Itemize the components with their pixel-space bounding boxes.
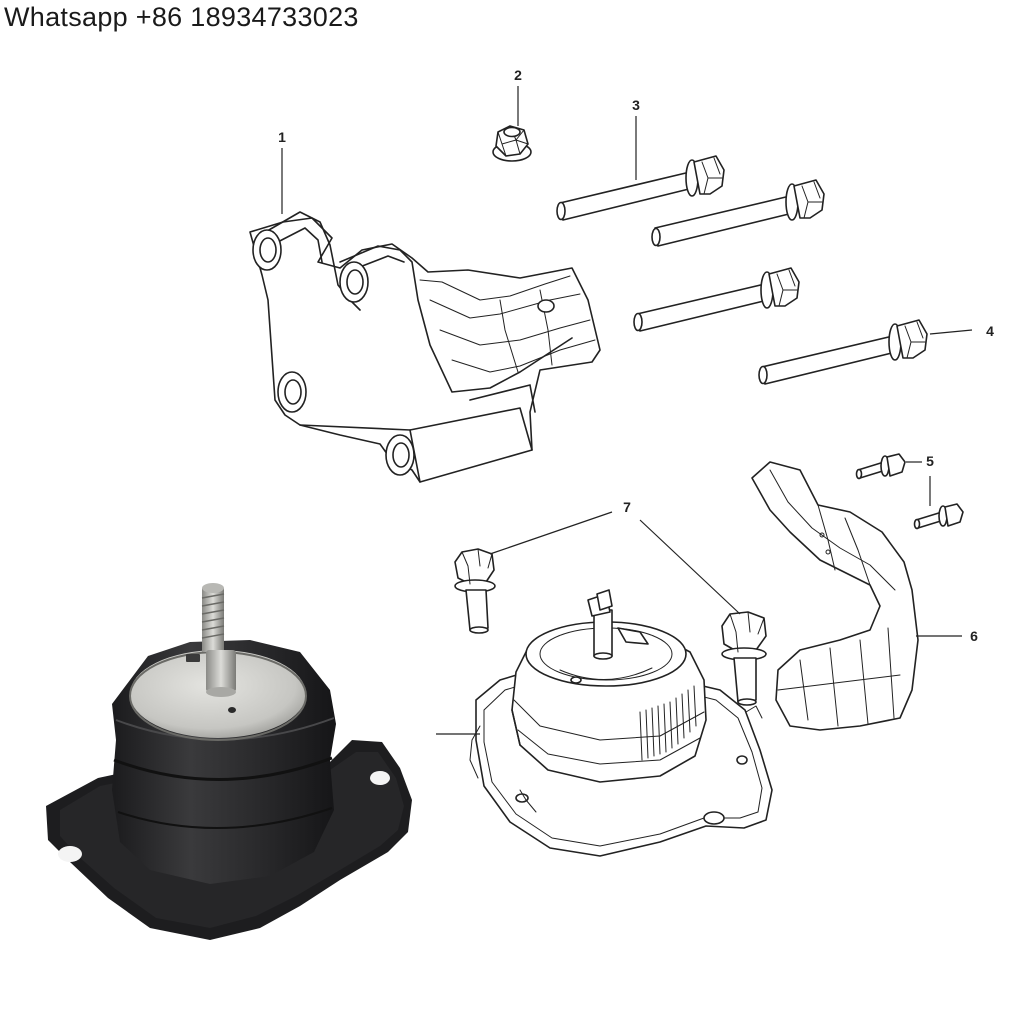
mount-bolt-icon <box>454 548 496 634</box>
long-bolt-icon <box>633 267 800 332</box>
small-bolt-icon <box>913 503 964 530</box>
callout-3: 3 <box>632 97 640 113</box>
mount-bolt-icon <box>721 611 767 706</box>
flange-nut-icon <box>492 125 532 162</box>
long-bolt-icon <box>651 179 825 247</box>
heat-shield-icon <box>751 461 919 731</box>
watermark-text: Whatsapp +86 18934733023 <box>4 2 359 32</box>
engine-mount-photo <box>46 583 412 940</box>
callout-7: 7 <box>623 499 631 515</box>
engine-mount-icon <box>469 589 773 857</box>
long-bolt-icon <box>758 319 928 385</box>
leader-lines <box>281 86 973 735</box>
engine-bracket-icon <box>249 211 601 483</box>
callout-6: 6 <box>970 628 978 644</box>
callout-1: 1 <box>278 129 286 145</box>
long-bolt-icon <box>556 155 725 221</box>
callout-4: 4 <box>986 323 994 339</box>
callout-2: 2 <box>514 67 522 83</box>
callout-5: 5 <box>926 453 934 469</box>
small-bolt-icon <box>855 453 906 480</box>
